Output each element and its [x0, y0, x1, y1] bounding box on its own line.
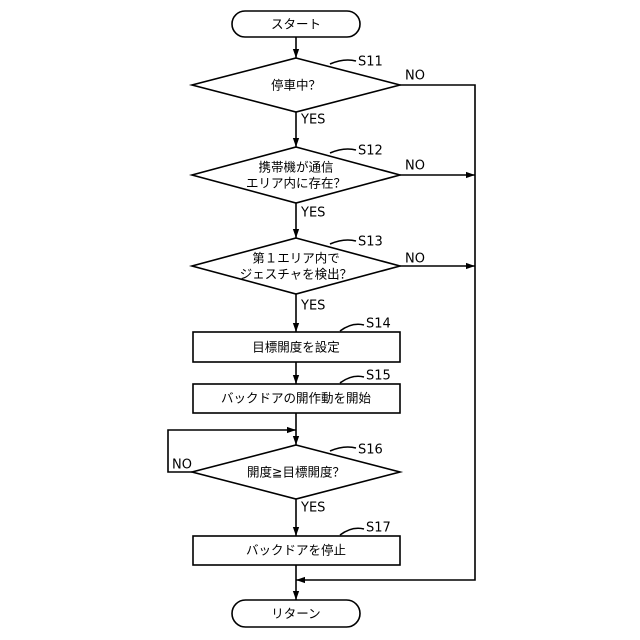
step-id-s14: S14	[366, 317, 391, 332]
decision-s13-text-line1: 第１エリア内で	[252, 251, 340, 266]
process-s17-text: バックドアを停止	[246, 543, 346, 558]
yes-label-s16: YES	[300, 501, 325, 516]
decision-s16-text: 開度≧目標開度？	[247, 465, 345, 480]
process-s15-text: バックドアの開作動を開始	[221, 391, 372, 406]
decision-s12-text-line1: 携帯機が通信	[258, 160, 333, 175]
step-id-leader-s15	[340, 376, 364, 383]
start-label: スタート	[271, 17, 321, 32]
decision-s12-text-line2: エリア内に存在？	[246, 176, 346, 191]
yes-label-s13: YES	[300, 299, 325, 314]
step-id-leader-s17	[340, 528, 364, 535]
end-label: リターン	[271, 606, 320, 621]
decision-s11-text: 停車中？	[271, 78, 321, 93]
yes-label-s11: YES	[300, 113, 325, 128]
step-id-s15: S15	[366, 369, 391, 384]
no-label-s16: NO	[172, 458, 192, 473]
no-label-s11: NO	[405, 69, 425, 84]
step-id-s17: S17	[366, 521, 391, 536]
decision-s13-text-line2: ジェスチャを検出？	[240, 267, 352, 282]
step-id-leader-s13	[330, 240, 356, 244]
step-id-s13: S13	[358, 235, 383, 250]
no-label-s12: NO	[405, 159, 425, 174]
step-id-s11: S11	[358, 55, 383, 70]
step-id-leader-s12	[330, 149, 356, 153]
no-label-s13: NO	[405, 252, 425, 267]
step-id-leader-s14	[340, 324, 364, 331]
process-s14-text: 目標開度を設定	[252, 340, 340, 355]
step-id-s16: S16	[358, 443, 383, 458]
step-id-leader-s11	[330, 60, 356, 64]
step-id-leader-s16	[330, 447, 356, 451]
step-id-s12: S12	[358, 144, 383, 159]
yes-label-s12: YES	[300, 206, 325, 221]
